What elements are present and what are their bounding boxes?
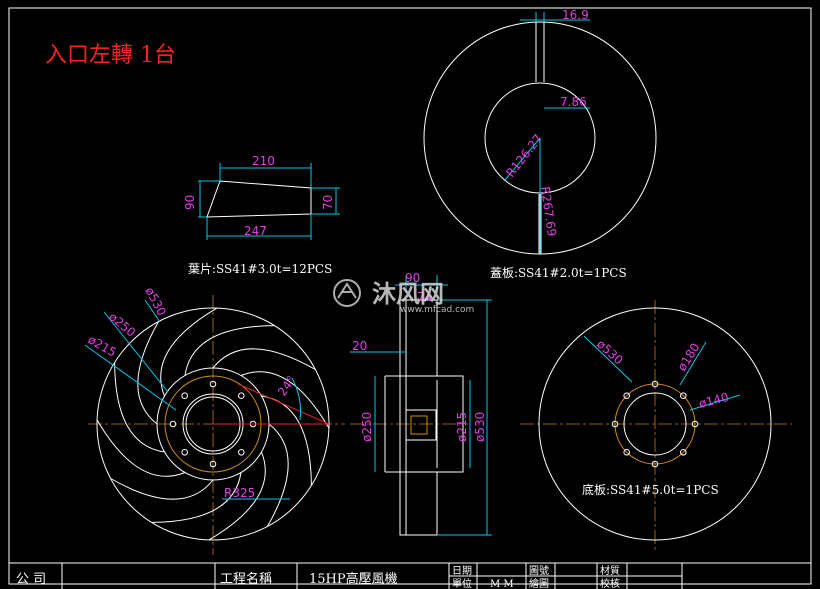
title-block-project-label: 工程名稱: [220, 571, 272, 587]
cover-dim-slot: 7.86: [560, 95, 587, 109]
title-block-drawn: 繪圖: [529, 577, 549, 589]
impeller-blade: [151, 472, 242, 523]
blade-spec-label: 葉片:SS41#3.0t=12PCS: [188, 262, 332, 276]
impeller-blade: [110, 478, 214, 500]
bolt-hole: [680, 392, 687, 400]
bolt-hole: [623, 392, 631, 400]
side-dim-74: 74: [417, 290, 432, 304]
blade-dim-left: 90: [183, 195, 197, 210]
side-dim-90: 90: [405, 271, 420, 285]
watermark: 沐风网 www.mfcad.com: [333, 279, 474, 315]
title-block-unit: 單位: [452, 577, 472, 589]
drawing-border: [8, 7, 812, 585]
base-spec-label: 底板:SS41#5.0t=1PCS: [582, 482, 719, 497]
impeller-blade: [160, 307, 218, 397]
bolt-hole: [651, 460, 659, 468]
bolt-hole: [238, 392, 245, 400]
impeller-blade: [96, 419, 186, 477]
bolt-hole: [209, 380, 217, 388]
bolt-hole: [680, 449, 687, 456]
impeller-blade: [137, 321, 159, 425]
impeller-dim-r325: R325: [224, 486, 255, 500]
side-dim-d215: ø215: [455, 412, 469, 442]
impeller-blade: [267, 423, 289, 527]
base-plate-view: ø530 ø180 ø140 底板:SS41#5.0t=1PCS: [520, 300, 792, 550]
impeller-blade: [261, 395, 312, 486]
blade-dim-bottom: 247: [244, 224, 267, 238]
impeller-blade: [184, 325, 275, 376]
title-block-date: 日期: [452, 565, 472, 577]
bolt-hole: [181, 449, 188, 456]
impeller-blade: [240, 371, 330, 429]
bolt-hole: [169, 420, 177, 428]
base-dim-d140: ø140: [697, 390, 730, 411]
impeller-front-view: ø530 ø250 ø215 24° R325: [84, 285, 345, 555]
title-block: 公 司 工程名稱 15HP高壓風機 日期 單位 M M 圖號 繪圖 材質 校核: [9, 562, 811, 589]
cover-dim-r-outer: R267.69: [538, 185, 559, 237]
watermark-brand: 沐风网: [372, 280, 444, 308]
base-outer-circle: [538, 307, 772, 541]
watermark-url: www.mfcad.com: [400, 305, 474, 315]
bolt-hole: [623, 449, 631, 456]
impeller-blade: [208, 451, 266, 541]
cover-spec-label: 蓋板:SS41#2.0t=1PCS: [490, 266, 627, 280]
cover-dim-r-inner: R126.27: [503, 132, 545, 180]
blade-dim-right: 70: [321, 195, 335, 210]
side-dim-d250: ø250: [360, 412, 374, 442]
impeller-dim-d215: ø215: [86, 332, 119, 359]
bolt-hole: [238, 449, 245, 456]
watermark-logo-icon: [333, 279, 361, 307]
bolt-hole: [611, 420, 619, 428]
base-dim-d530: ø530: [594, 337, 626, 368]
bolt-hole: [181, 392, 188, 400]
blade-outline: [206, 180, 312, 218]
side-dim-20: 20: [352, 339, 367, 353]
bolt-hole: [691, 420, 699, 428]
side-back-plate: [399, 299, 407, 536]
drawing-title: 入口左轉 1台: [45, 43, 176, 68]
impeller-blade: [114, 362, 165, 453]
title-block-unit-value: M M: [490, 579, 514, 589]
title-block-company: 公 司: [16, 572, 46, 587]
side-dim-d530: ø530: [473, 412, 487, 442]
title-block-project-name: 15HP高壓風機: [309, 571, 398, 587]
bolt-hole: [209, 460, 217, 468]
impeller-blade: [212, 348, 316, 370]
impeller-dim-angle: 24°: [275, 373, 299, 398]
title-block-material: 材質: [600, 564, 620, 577]
title-block-checked: 校核: [600, 577, 620, 589]
blade-view: 210 247 90 70 葉片:SS41#3.0t=12PCS: [183, 154, 340, 276]
blade-dim-top: 210: [252, 154, 275, 168]
title-block-drawing-no: 圖號: [529, 564, 549, 577]
base-bolt-holes: [611, 380, 699, 468]
cover-plate-view: 16.9 7.86 R126.27 R267.69 蓋板:SS41#2.0t=1…: [423, 8, 657, 280]
bolt-hole: [651, 380, 659, 388]
impeller-side-view: 90 74 20 ø250 ø215 ø530: [350, 271, 492, 536]
cover-dim-gap: 16.9: [562, 8, 589, 22]
base-dim-d180: ø180: [675, 341, 703, 374]
